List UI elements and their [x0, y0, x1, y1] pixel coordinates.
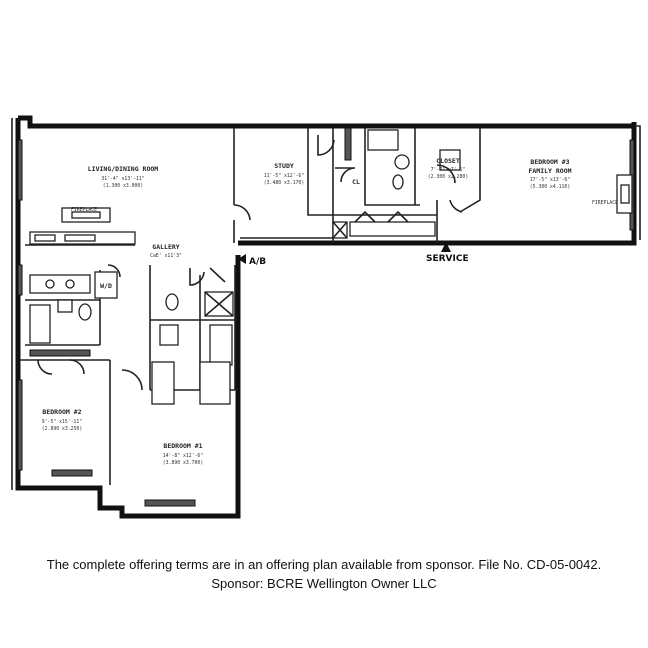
room-label-closet: CLOSET 7'-7" x7'-6" (2.300 x2.280)	[428, 157, 468, 180]
gallery-dims: CaE' x11'3"	[150, 253, 182, 259]
bedroom2-name: BEDROOM #2	[42, 408, 81, 416]
room-label-bedroom2: BEDROOM #2 9'-5" x15'-11" (2.890 x3.250)	[42, 408, 83, 432]
bedroom1-dims: 14'-8" x12'-6"	[163, 453, 204, 459]
fireplace2-label: FIREPLACE	[592, 200, 618, 206]
bedroom3-metric: (5.300 x4.110)	[530, 184, 570, 190]
washer-dryer-label: W/D	[100, 282, 112, 290]
disclaimer-line-2: Sponsor: BCRE Wellington Owner LLC	[211, 576, 437, 591]
entry-ab-label: A/B	[249, 257, 266, 267]
bedroom3-dims: 17'-5" x13'-6"	[530, 177, 571, 183]
living-room-metric: (1.300 x3.000)	[103, 183, 143, 189]
disclaimer-line-1: The complete offering terms are in an of…	[46, 557, 602, 572]
bedroom3-name: BEDROOM #3	[530, 158, 569, 166]
doors	[37, 135, 463, 391]
bedroom1-metric: (3.890 x3.700)	[163, 460, 203, 466]
bedroom3-name2: FAMILY ROOM	[528, 167, 571, 175]
study-dims: 11'-5" x12'-6"	[264, 173, 305, 179]
fireplace-label: FIREPLACE	[71, 207, 97, 213]
room-label-bedroom3: BEDROOM #3 FAMILY ROOM 17'-5" x13'-6" (5…	[528, 158, 571, 190]
entry-arrow	[238, 254, 246, 264]
fixtures	[29, 129, 633, 405]
bedroom1-name: BEDROOM #1	[163, 442, 202, 450]
room-label-study: STUDY 11'-5" x12'-6" (3.480 x3.170)	[264, 162, 305, 186]
closet-dims: 7'-7" x7'-6"	[431, 167, 466, 173]
room-label-gallery: GALLERY CaE' x11'3"	[150, 243, 182, 259]
exterior-walls	[11, 115, 641, 519]
closet-cl-label: CL	[352, 178, 360, 186]
living-room-dims: 31'-4" x13'-11"	[101, 176, 144, 182]
room-label-living: LIVING/DINING ROOM 31'-4" x13'-11" (1.30…	[88, 165, 159, 189]
service-label: SERVICE	[426, 254, 469, 264]
room-label-bedroom1: BEDROOM #1 14'-8" x12'-6" (3.890 x3.700)	[163, 442, 204, 466]
interior-walls	[20, 128, 481, 485]
service-arrow	[441, 242, 451, 252]
bedroom2-dims: 9'-5" x15'-11"	[42, 419, 83, 425]
study-metric: (3.480 x3.170)	[264, 180, 304, 186]
closet-metric: (2.300 x2.280)	[428, 174, 468, 180]
gallery-name: GALLERY	[152, 243, 179, 251]
closet-name: CLOSET	[436, 157, 460, 165]
study-name: STUDY	[274, 162, 294, 170]
living-room-name: LIVING/DINING ROOM	[88, 165, 159, 173]
bedroom2-metric: (2.890 x3.250)	[42, 426, 82, 432]
